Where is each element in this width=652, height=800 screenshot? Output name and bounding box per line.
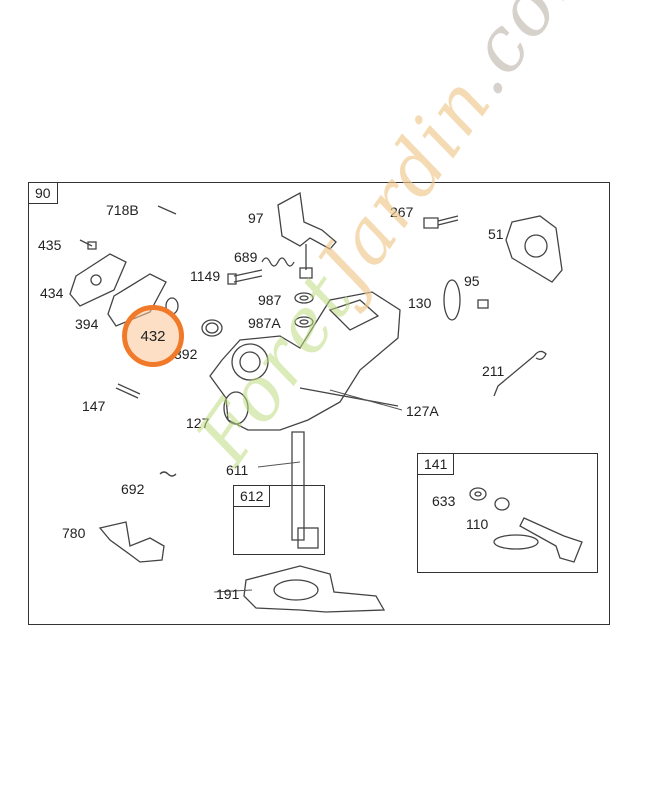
part-211-drawing — [493, 350, 547, 397]
label-394: 394 — [75, 316, 99, 332]
kit-141-box — [417, 453, 598, 573]
part-692-drawing — [159, 471, 177, 477]
part-1149-drawing — [233, 269, 263, 283]
label-1149: 1149 — [190, 268, 221, 284]
kit-141-label: 141 — [417, 453, 455, 475]
label-127A: 127A — [406, 403, 439, 419]
part-110-drawing — [494, 497, 510, 511]
part-611-drawing — [291, 431, 305, 541]
part-147-drawing — [115, 383, 141, 399]
label-780: 780 — [62, 525, 86, 541]
part-127A-drawing — [299, 387, 399, 407]
label-191: 191 — [216, 586, 240, 602]
label-611: 611 — [226, 462, 249, 478]
kit-612-box — [233, 485, 325, 555]
part-130-drawing — [443, 279, 461, 321]
part-191-drawing — [243, 565, 386, 613]
part-127-drawing — [209, 291, 401, 431]
label-633: 633 — [432, 493, 456, 509]
label-110: 110 — [466, 516, 489, 532]
label-97: 97 — [248, 210, 264, 226]
part-435-drawing — [79, 239, 93, 247]
label-434: 434 — [40, 285, 64, 301]
part-987A-drawing — [294, 316, 314, 328]
kit-612-label: 612 — [233, 485, 271, 507]
part-987-drawing — [294, 292, 314, 304]
part-718B-drawing — [157, 205, 177, 215]
frame-label-90: 90 — [28, 182, 58, 204]
part-633-drawing — [469, 487, 487, 501]
diagram-frame — [28, 182, 610, 625]
part-689-drawing — [261, 257, 295, 267]
part-434-drawing — [69, 253, 127, 307]
label-267: 267 — [390, 204, 414, 220]
label-435: 435 — [38, 237, 62, 253]
part-51-drawing — [505, 215, 563, 283]
part-267-drawing — [423, 215, 459, 229]
label-147: 147 — [82, 398, 106, 414]
label-432: 432 — [140, 327, 166, 345]
part-392-drawing — [201, 319, 223, 337]
part-97-drawing — [277, 191, 337, 250]
label-127: 127 — [186, 415, 210, 431]
label-987: 987 — [258, 292, 282, 308]
label-211: 211 — [482, 363, 505, 379]
label-51: 51 — [488, 226, 504, 242]
label-130: 130 — [408, 295, 432, 311]
label-692: 692 — [121, 481, 145, 497]
label-689: 689 — [234, 249, 258, 265]
part-780-drawing — [98, 521, 165, 563]
part-95-drawing — [477, 299, 489, 309]
highlighted-part-432[interactable]: 432 — [122, 305, 184, 367]
label-95: 95 — [464, 273, 480, 289]
label-987A: 987A — [248, 315, 281, 331]
label-718B: 718B — [106, 202, 139, 218]
